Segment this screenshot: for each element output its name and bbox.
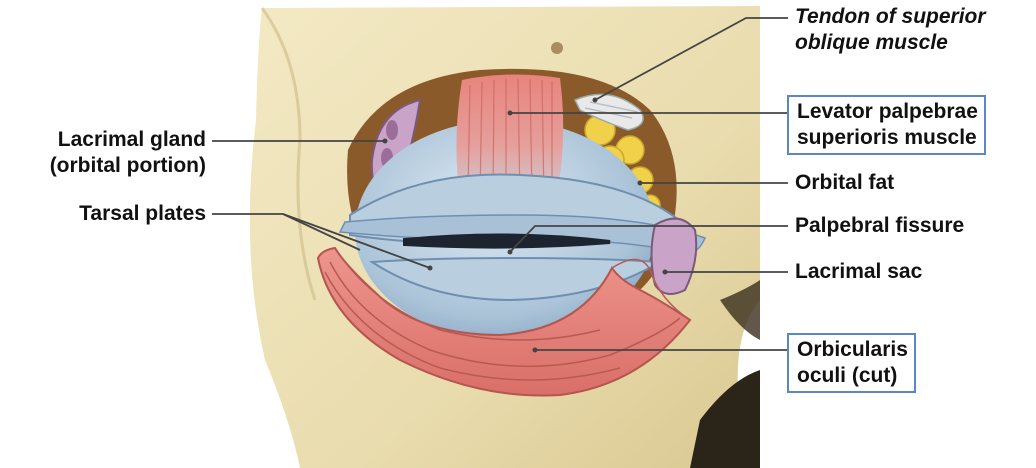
label-lacrimal-gland-line2: (orbital portion) [0,153,206,179]
label-tarsal-plates: Tarsal plates [0,201,206,227]
label-lacrimal-gland-line1: Lacrimal gland [0,127,206,153]
label-tendon-superior-oblique: Tendon of superior oblique muscle [795,4,986,56]
label-orbicularis-line2: oculi (cut) [797,363,908,389]
label-levator-line2: superioris muscle [797,125,978,151]
label-levator-line1: Levator palpebrae [797,99,978,125]
label-palpebral-fissure: Palpebral fissure [795,213,964,239]
label-orbital-fat: Orbital fat [795,170,894,196]
palpebral-fissure [405,235,610,246]
label-lacrimal-sac: Lacrimal sac [795,259,922,285]
label-tendon-line1: Tendon of superior [795,4,986,30]
label-tendon-line2: oblique muscle [795,30,986,56]
label-orbicularis-line1: Orbicularis [797,337,908,363]
label-lacrimal-gland: Lacrimal gland (orbital portion) [0,127,206,179]
label-levator-palpebrae: Levator palpebrae superioris muscle [787,95,986,155]
label-orbicularis-oculi: Orbicularis oculi (cut) [787,333,916,393]
